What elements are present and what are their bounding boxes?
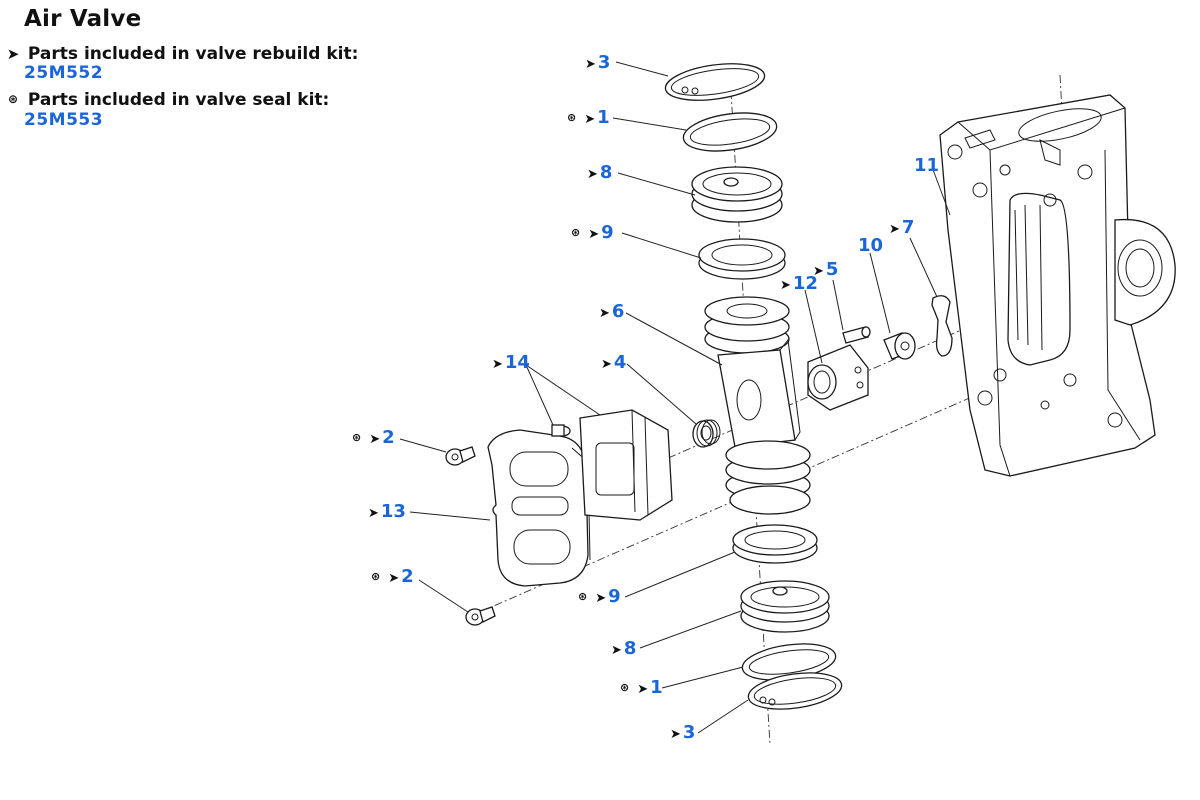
circled-asterisk-icon: ⊛: [352, 431, 362, 444]
callout-9-bottom[interactable]: ⊛➤9: [578, 586, 621, 607]
arrowhead-icon: ➤: [637, 682, 649, 697]
callout-1-top[interactable]: ⊛➤1: [567, 107, 610, 128]
callout-11[interactable]: 11: [914, 155, 940, 176]
arrowhead-icon: ➤: [813, 264, 824, 279]
arrowhead-icon: ➤: [587, 167, 598, 182]
part-3-bottom-retaining-ring: [747, 672, 843, 710]
callout-3-top[interactable]: ➤3: [585, 52, 611, 73]
circled-asterisk-icon: ⊛: [620, 681, 630, 694]
callout-5[interactable]: ➤5: [813, 259, 839, 280]
arrowhead-icon: ➤: [6, 45, 20, 63]
callout-7[interactable]: ➤7: [889, 217, 915, 238]
callout-9-top[interactable]: ⊛➤9: [571, 222, 614, 243]
callout-2-bottom[interactable]: ⊛➤2: [371, 566, 414, 587]
callout-8-top[interactable]: ➤8: [587, 162, 613, 183]
arrowhead-icon: ➤: [601, 357, 612, 372]
seal-kit-number: 25M553: [24, 110, 104, 130]
arrowhead-icon: ➤: [595, 591, 607, 606]
legend-seal-kit: ⊛ Parts included in valve seal kit:: [4, 90, 329, 110]
circled-asterisk-icon: ⊛: [571, 226, 581, 239]
part-2-top-screw: [445, 446, 476, 466]
arrowhead-icon: ➤: [368, 506, 379, 521]
arrowhead-icon: ➤: [585, 57, 596, 72]
part-6-spool: [704, 296, 811, 515]
callout-12[interactable]: ➤12: [780, 273, 818, 294]
arrowhead-icon: ➤: [889, 222, 900, 237]
callout-4[interactable]: ➤4: [601, 352, 627, 373]
arrowhead-icon: ➤: [492, 357, 503, 372]
part-10-detent-roller: [883, 332, 916, 360]
leader-lines: [399, 61, 951, 734]
callout-13[interactable]: ➤13: [368, 501, 406, 522]
part-12-detent-housing: [807, 344, 869, 411]
callout-1-bottom[interactable]: ⊛➤1: [620, 677, 663, 698]
callout-2-top[interactable]: ⊛➤2: [352, 427, 395, 448]
part-3-top-retaining-ring: [664, 63, 766, 101]
arrowhead-icon: ➤: [588, 227, 600, 242]
part-11-housing: [939, 94, 1176, 477]
part-9-bottom-u-cup: [732, 524, 818, 564]
arrowhead-icon: ➤: [388, 571, 400, 586]
part-14-cover-gasket: [551, 409, 673, 521]
callout-3-bottom[interactable]: ➤3: [670, 722, 696, 743]
legend-rebuild-label: Parts included in valve rebuild kit:: [27, 44, 359, 64]
arrowhead-icon: ➤: [584, 112, 596, 127]
part-1-top-o-ring: [682, 112, 778, 152]
arrowhead-icon: ➤: [670, 727, 681, 742]
arrowhead-icon: ➤: [611, 643, 622, 658]
part-13-air-valve-cover: [487, 429, 591, 587]
part-2-bottom-screw: [465, 606, 496, 626]
arrowhead-icon: ➤: [599, 306, 610, 321]
circled-asterisk-icon: ⊛: [371, 570, 381, 583]
arrowhead-icon: ➤: [369, 432, 381, 447]
part-9-top-u-cup: [698, 238, 786, 280]
part-8-bottom-end-cap: [740, 580, 830, 633]
circled-asterisk-icon: ⊛: [567, 111, 577, 124]
part-4-spring: [692, 419, 721, 448]
legend-seal-label: Parts included in valve seal kit:: [27, 90, 330, 110]
callout-6[interactable]: ➤6: [599, 301, 625, 322]
part-5-detent-pin: [842, 326, 871, 344]
callout-14[interactable]: ➤14: [492, 352, 530, 373]
rebuild-kit-number: 25M552: [24, 63, 104, 83]
arrowhead-icon: ➤: [780, 278, 791, 293]
callout-8-bottom[interactable]: ➤8: [611, 638, 637, 659]
diagram-title: Air Valve: [24, 6, 142, 32]
part-8-top-end-cap: [691, 166, 783, 223]
circled-asterisk-icon: ⊛: [7, 92, 19, 106]
legend-rebuild-kit: ➤ Parts included in valve rebuild kit:: [4, 44, 359, 64]
callout-10[interactable]: 10: [858, 235, 884, 256]
circled-asterisk-icon: ⊛: [578, 590, 588, 603]
part-7-detent-cam: [931, 295, 953, 357]
